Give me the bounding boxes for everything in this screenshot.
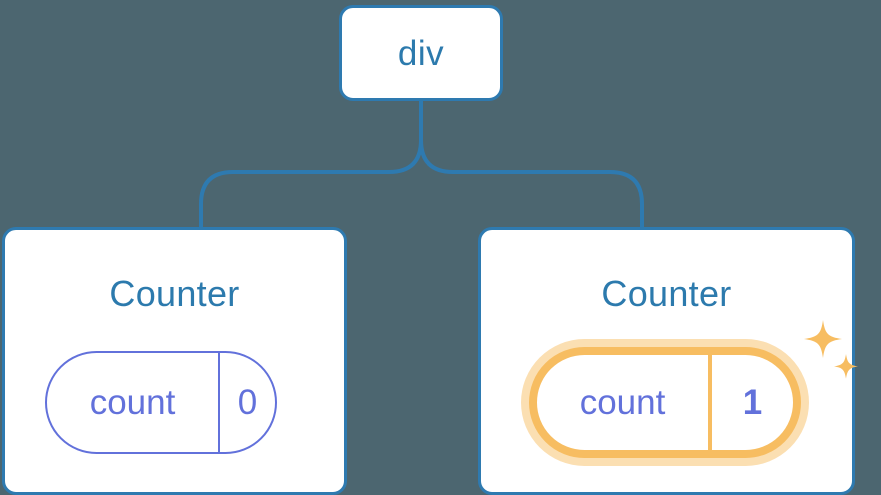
node-div-label: div [397,33,445,73]
state-pill-count-right-wrapper[interactable]: count 1 [521,339,809,466]
node-counter-right-title: Counter [601,273,732,314]
sparkle-small-icon [834,354,858,379]
connector-path-left [199,138,423,229]
sparkles-icon [804,320,858,379]
sparkle-icon [804,320,842,358]
state-pill-count-left[interactable]: count 0 [45,351,277,454]
state-pill-value: 0 [237,382,258,422]
state-pill-key: count [47,353,220,452]
node-counter-left[interactable]: Counter count 0 [2,227,347,495]
node-counter-left-title: Counter [109,273,240,314]
state-pill-count-right[interactable]: count 1 [529,347,801,458]
state-pill-value: 1 [742,382,763,422]
node-div[interactable]: div [339,5,503,101]
state-pill-key: count [537,355,712,450]
node-counter-right[interactable]: Counter count 1 [478,227,858,495]
connector-path-left-right [419,99,644,229]
